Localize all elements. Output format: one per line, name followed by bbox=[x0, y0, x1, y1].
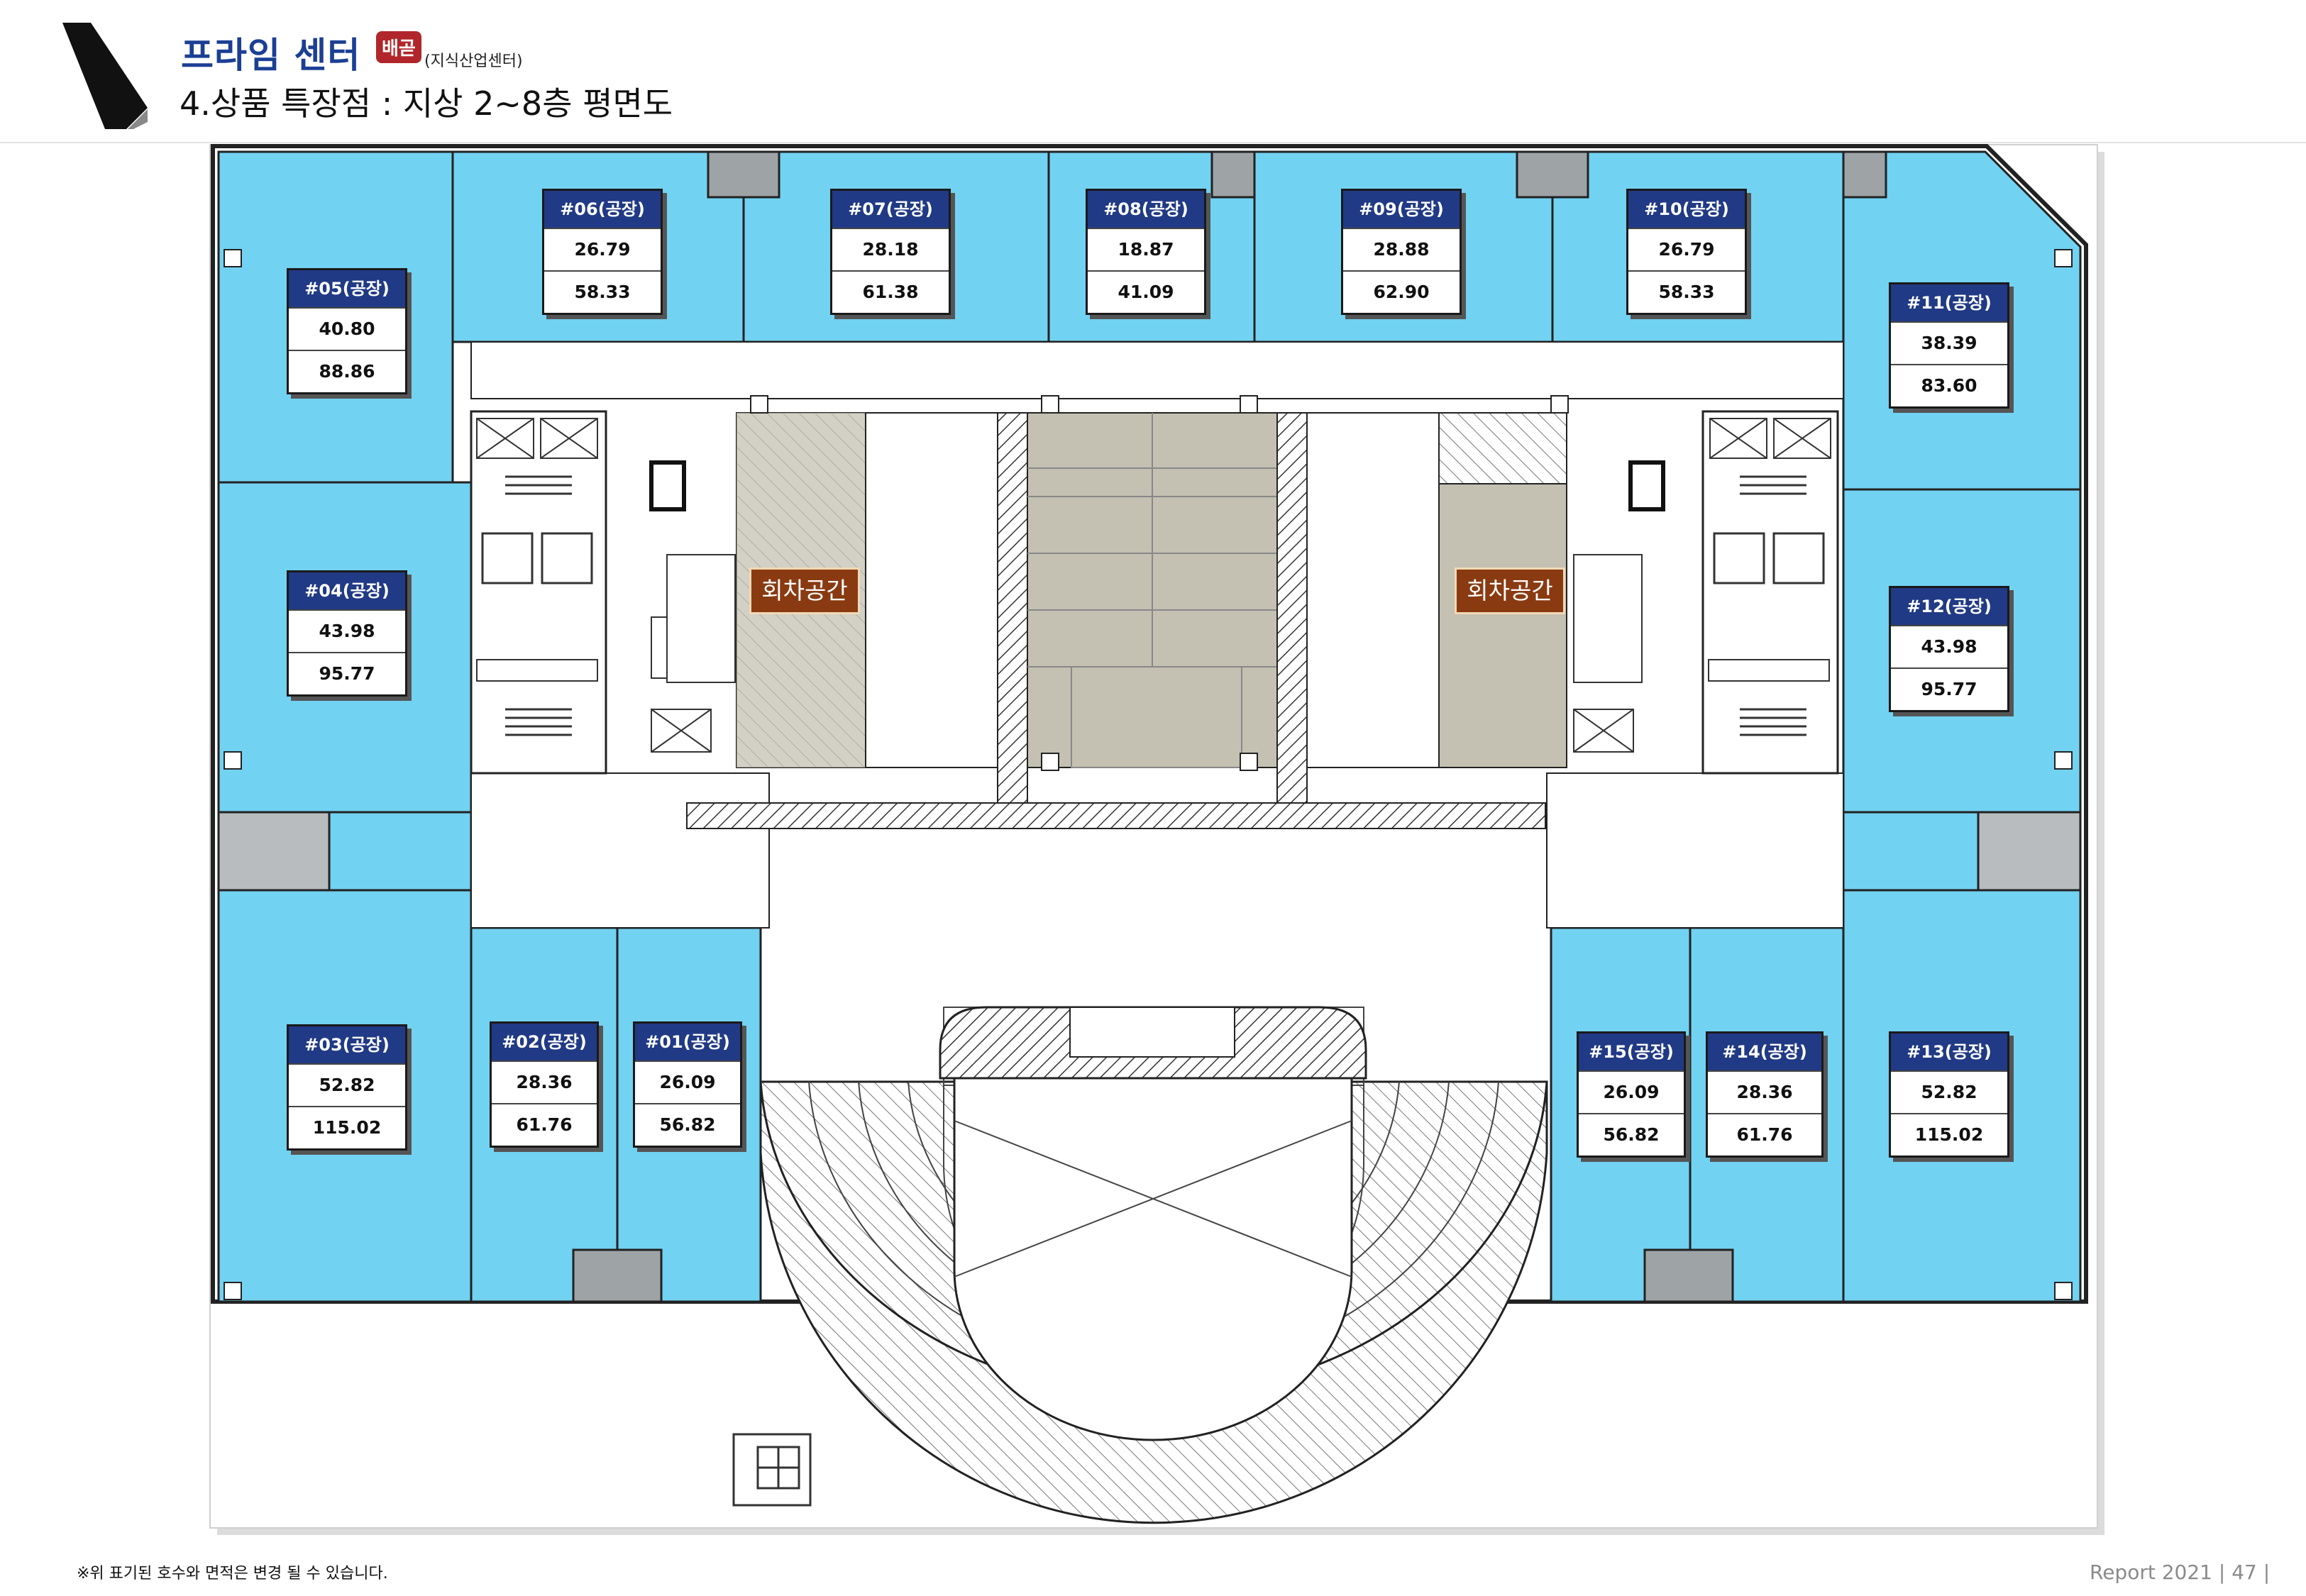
unit-area-exclusive: 26.09 bbox=[1579, 1070, 1684, 1113]
unit-area-exclusive: 26.79 bbox=[1628, 228, 1745, 270]
unit-area-exclusive: 38.39 bbox=[1891, 321, 2007, 364]
unit-card-13: #13(공장) 52.82 115.02 bbox=[1889, 1031, 2009, 1158]
unit-card-10: #10(공장) 26.79 58.33 bbox=[1626, 189, 1747, 315]
unit-area-exclusive: 43.98 bbox=[1891, 625, 2007, 667]
unit-area-exclusive: 40.80 bbox=[289, 307, 405, 350]
header-divider bbox=[0, 142, 2306, 143]
unit-area-exclusive: 26.09 bbox=[635, 1060, 740, 1103]
unit-name: #05(공장) bbox=[289, 270, 405, 307]
unit-name: #10(공장) bbox=[1628, 191, 1745, 228]
unit-name: #02(공장) bbox=[492, 1024, 597, 1060]
unit-area-supply: 61.38 bbox=[832, 270, 949, 313]
unit-area-exclusive: 28.36 bbox=[492, 1060, 597, 1103]
unit-name: #11(공장) bbox=[1891, 284, 2007, 321]
report-label: Report 2021 bbox=[2090, 1561, 2212, 1584]
unit-card-06: #06(공장) 26.79 58.33 bbox=[542, 189, 663, 315]
unit-name: #14(공장) bbox=[1708, 1033, 1821, 1070]
unit-card-12: #12(공장) 43.98 95.77 bbox=[1889, 586, 2009, 712]
unit-area-supply: 58.33 bbox=[1628, 270, 1745, 313]
unit-name: #15(공장) bbox=[1579, 1033, 1684, 1070]
unit-card-14: #14(공장) 28.36 61.76 bbox=[1706, 1031, 1824, 1158]
unit-area-supply: 83.60 bbox=[1891, 364, 2007, 406]
unit-card-15: #15(공장) 26.09 56.82 bbox=[1577, 1031, 1686, 1158]
unit-area-exclusive: 43.98 bbox=[289, 609, 405, 652]
unit-name: #03(공장) bbox=[289, 1026, 405, 1063]
unit-card-07: #07(공장) 28.18 61.38 bbox=[830, 189, 951, 315]
unit-area-supply: 61.76 bbox=[1708, 1113, 1821, 1156]
unit-card-01: #01(공장) 26.09 56.82 bbox=[633, 1021, 742, 1148]
unit-name: #04(공장) bbox=[289, 572, 405, 609]
unit-area-exclusive: 18.87 bbox=[1088, 228, 1204, 270]
page-title: 4.상품 특장점 : 지상 2~8층 평면도 bbox=[180, 84, 673, 123]
unit-card-11: #11(공장) 38.39 83.60 bbox=[1889, 282, 2009, 409]
unit-card-08: #08(공장) 18.87 41.09 bbox=[1086, 189, 1206, 315]
unit-area-supply: 62.90 bbox=[1343, 270, 1460, 313]
unit-name: #12(공장) bbox=[1891, 588, 2007, 625]
unit-card-03: #03(공장) 52.82 115.02 bbox=[287, 1024, 407, 1151]
footnote: ※위 표기된 호수와 면적은 변경 될 수 있습니다. bbox=[77, 1565, 388, 1583]
unit-area-exclusive: 28.18 bbox=[832, 228, 949, 270]
unit-area-supply: 56.82 bbox=[635, 1103, 740, 1146]
unit-area-supply: 61.76 bbox=[492, 1103, 597, 1146]
turnaround-label-left: 회차공간 bbox=[749, 567, 860, 614]
unit-area-exclusive: 52.82 bbox=[1891, 1070, 2007, 1113]
unit-card-09: #09(공장) 28.88 62.90 bbox=[1341, 189, 1462, 315]
unit-area-supply: 58.33 bbox=[544, 270, 661, 313]
unit-area-exclusive: 52.82 bbox=[289, 1063, 405, 1106]
unit-name: #07(공장) bbox=[832, 191, 949, 228]
unit-card-05: #05(공장) 40.80 88.86 bbox=[287, 268, 407, 394]
unit-card-04: #04(공장) 43.98 95.77 bbox=[287, 570, 407, 697]
unit-name: #13(공장) bbox=[1891, 1033, 2007, 1070]
unit-name: #06(공장) bbox=[544, 191, 661, 228]
unit-name: #09(공장) bbox=[1343, 191, 1460, 228]
unit-name: #01(공장) bbox=[635, 1024, 740, 1060]
unit-area-supply: 95.77 bbox=[289, 652, 405, 694]
unit-area-supply: 41.09 bbox=[1088, 270, 1204, 313]
unit-area-exclusive: 28.88 bbox=[1343, 228, 1460, 270]
turnaround-label-right: 회차공간 bbox=[1455, 567, 1565, 614]
unit-area-exclusive: 26.79 bbox=[544, 228, 661, 270]
unit-name: #08(공장) bbox=[1088, 191, 1204, 228]
page-footer: Report 2021 | 47 | bbox=[2090, 1561, 2271, 1584]
unit-area-supply: 115.02 bbox=[1891, 1113, 2007, 1156]
page-number: 47 bbox=[2231, 1561, 2257, 1584]
brand-badge: 배곧 bbox=[376, 31, 421, 63]
brand-logo-icon bbox=[62, 23, 148, 129]
unit-card-02: #02(공장) 28.36 61.76 bbox=[490, 1021, 599, 1148]
unit-area-supply: 56.82 bbox=[1579, 1113, 1684, 1156]
unit-area-exclusive: 28.36 bbox=[1708, 1070, 1821, 1113]
unit-area-supply: 115.02 bbox=[289, 1106, 405, 1148]
unit-area-supply: 95.77 bbox=[1891, 667, 2007, 710]
brand-name: 프라임 센터 bbox=[181, 35, 361, 76]
unit-area-supply: 88.86 bbox=[289, 350, 405, 392]
brand-subtitle: (지식산업센터) bbox=[424, 52, 523, 70]
